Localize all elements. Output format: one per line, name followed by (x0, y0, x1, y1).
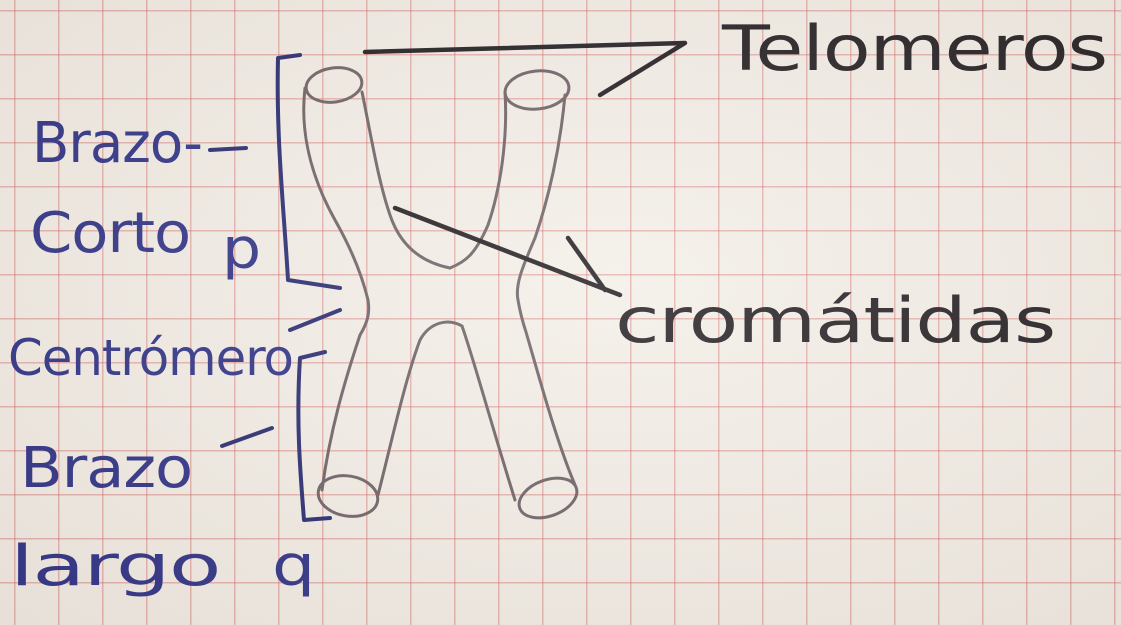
label-cromatidas: cromátidas (615, 284, 1055, 357)
leader-brazo-largo (222, 428, 272, 446)
chromatid-bottom-right-outer (526, 332, 575, 485)
chromatid-bottom-right (462, 326, 515, 500)
label-brazo-corto-line1: Brazo- (32, 111, 202, 176)
black-annotations (365, 43, 685, 295)
label-telomeros: Telomeros (721, 12, 1107, 85)
centromere-left-edge (360, 300, 369, 335)
chromatid-bottom-left (322, 335, 360, 490)
leader-cromatidas (395, 208, 620, 295)
chromatid-top-left-inner (362, 92, 450, 268)
label-brazo-largo-line2: largo (10, 534, 220, 599)
chromatid-bottom-left-inner (378, 322, 462, 495)
label-brazo-corto-line2: Corto (30, 201, 190, 266)
telomere-top-right (503, 68, 571, 112)
bracket-short-arm (278, 55, 340, 288)
leader-brazo-corto (210, 148, 246, 150)
label-arm-q: q (272, 534, 314, 599)
chromosome (304, 64, 583, 525)
label-centromero: Centrómero (8, 329, 293, 387)
bracket-long-arm (298, 352, 330, 520)
label-brazo-largo-line1: Brazo (20, 436, 192, 501)
chromatid-top-left (304, 88, 368, 300)
telomere-top-left (304, 64, 364, 105)
leader-telomeros (365, 43, 685, 95)
leader-centromero (290, 310, 340, 330)
blue-annotations (210, 55, 340, 520)
centromere-right-edge (518, 300, 526, 332)
label-arm-p: p (222, 217, 260, 282)
text-labels: Telomeros cromátidas Brazo- Corto p Cent… (8, 12, 1107, 599)
